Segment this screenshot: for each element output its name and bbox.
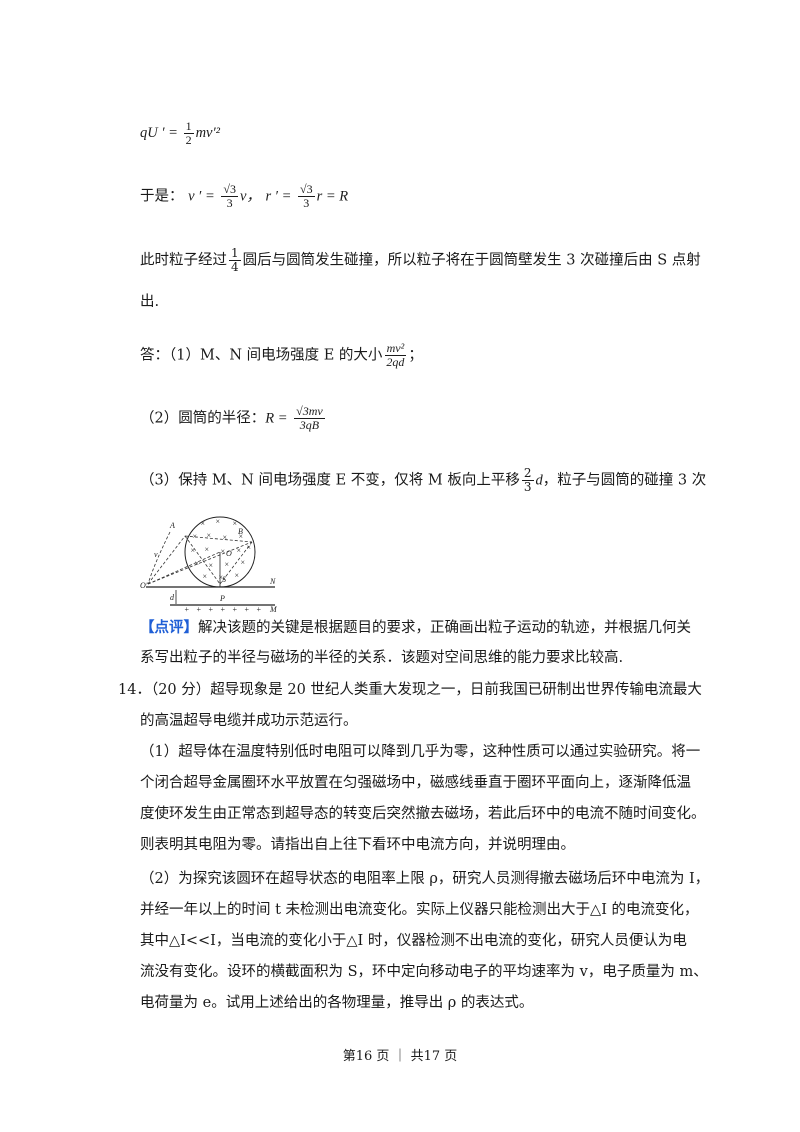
svg-text:×: × bbox=[202, 572, 207, 581]
question-14-part2-line1: （2）为探究该圆环在超导状态的电阻率上限 ρ，研究人员测得撤去磁场后环中电流为 … bbox=[140, 871, 710, 887]
svg-text:×: × bbox=[220, 547, 225, 556]
svg-text:×: × bbox=[192, 532, 197, 541]
magnetic-field-marks: ××× ×××× ××××× ×××× ××× bbox=[190, 517, 251, 582]
label-d: d bbox=[170, 593, 175, 602]
label-A: A bbox=[169, 521, 175, 530]
remark-line-2: 系写出粒子的半径与磁场的半径的关系．该题对空间思维的能力要求比较高. bbox=[140, 650, 624, 666]
particle-trajectory-diagram: ××× ×××× ××××× ×××× ××× +++++++ A B bbox=[140, 516, 278, 614]
svg-text:×: × bbox=[194, 559, 199, 568]
svg-text:×: × bbox=[224, 560, 229, 569]
svg-text:×: × bbox=[200, 519, 205, 528]
svg-text:×: × bbox=[232, 519, 237, 528]
svg-text:+: + bbox=[196, 605, 201, 614]
svg-text:×: × bbox=[234, 571, 239, 580]
charge-marks: + + + + + + + bbox=[184, 605, 261, 614]
paragraph-collision-end: 出. bbox=[140, 294, 160, 310]
question-14-part1-line2: 个闭合超导金属圈环水平放置在匀强磁场中，磁感线垂直于圈环平面向上，逐渐降低温 bbox=[140, 775, 691, 791]
question-14-part1-line3: 度使环发生由正常态到超导态的转变后突然撤去磁场，若此后环中的电流不随时间变化。 bbox=[140, 806, 706, 822]
svg-text:+: + bbox=[208, 605, 213, 614]
svg-text:×: × bbox=[208, 561, 213, 570]
svg-text:×: × bbox=[215, 517, 220, 526]
svg-text:×: × bbox=[218, 573, 223, 582]
label-v: v bbox=[154, 550, 158, 559]
svg-text:+: + bbox=[244, 605, 249, 614]
svg-text:+: + bbox=[220, 605, 225, 614]
remark-tag: 【点评】 bbox=[140, 619, 198, 636]
label-M: M bbox=[269, 605, 278, 614]
svg-text:+: + bbox=[184, 605, 189, 614]
question-14-part2-line5: 电荷量为 e。试用上述给出的各物理量，推导出 ρ 的表达式。 bbox=[140, 995, 534, 1011]
svg-text:×: × bbox=[206, 531, 211, 540]
page-footer: 第16 页 ｜ 共17 页 bbox=[342, 1049, 458, 1064]
question-14-part1-line4: 则表明其电阻为零。请指出自上往下看环中电流方向，并说明理由。 bbox=[140, 837, 575, 853]
question-14-part2-line2: 并经一年以上的时间 t 未检测出电流变化。实际上仪器只能检测出大于△I 的电流变… bbox=[140, 902, 699, 918]
question-14-part2-line4: 流没有变化。设环的横截面积为 S，环中定向移动电子的平均速率为 v，电子质量为 … bbox=[140, 964, 708, 980]
remark: 【点评】解决该题的关键是根据题目的要求，正确画出粒子运动的轨迹，并根据几何关 bbox=[140, 619, 691, 636]
question-14-part2-line3: 其中△I<<I，当电流的变化小于△I 时，仪器检测不出电流的变化，研究人员便认为… bbox=[140, 933, 687, 949]
svg-text:×: × bbox=[204, 545, 209, 554]
question-14-title-cont: 的高温超导电缆并成功示范运行。 bbox=[140, 713, 358, 729]
label-Oprime: O′ bbox=[140, 581, 148, 590]
svg-text:×: × bbox=[238, 532, 243, 541]
svg-text:×: × bbox=[236, 546, 241, 555]
trajectory-dashed-lines bbox=[147, 531, 253, 585]
svg-text:×: × bbox=[246, 543, 251, 552]
svg-text:×: × bbox=[190, 546, 195, 555]
svg-text:+: + bbox=[232, 605, 237, 614]
svg-text:+: + bbox=[256, 605, 261, 614]
label-P: P bbox=[219, 594, 225, 603]
question-14-title: 14．（20 分）超导现象是 20 世纪人类重大发现之一，日前我国已研制出世界传… bbox=[118, 682, 702, 698]
question-14-part1-line1: （1）超导体在温度特别低时电阻可以降到几乎为零，这种性质可以通过实验研究。将一 bbox=[140, 744, 701, 760]
label-N: N bbox=[269, 577, 276, 586]
label-B: B bbox=[238, 527, 243, 536]
svg-text:×: × bbox=[240, 558, 245, 567]
label-O: O bbox=[226, 549, 232, 558]
svg-text:×: × bbox=[222, 533, 227, 542]
label-S: S bbox=[222, 575, 226, 584]
